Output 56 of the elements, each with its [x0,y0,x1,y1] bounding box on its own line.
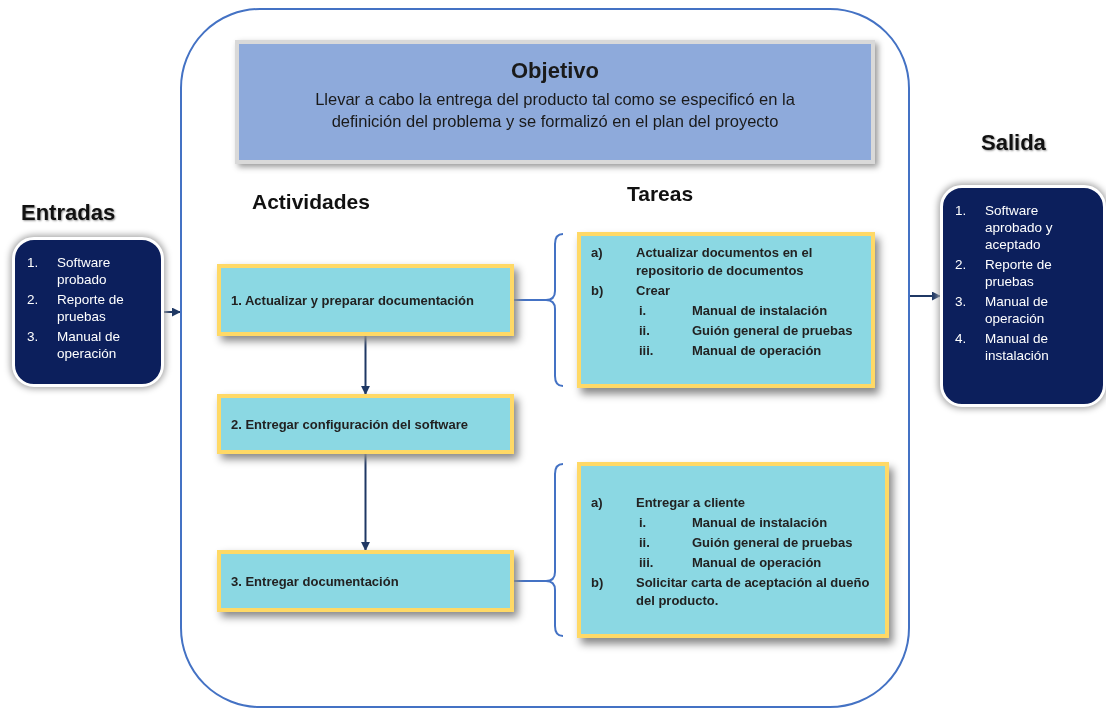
task-text: Entregar a cliente [636,494,746,512]
list-item-text: Reporte de pruebas [57,291,125,325]
bracket-connector [513,233,564,387]
task-box [577,232,875,388]
list-number: 2. [955,256,968,274]
task-text: Actualizar documentos en el repositorio de documentos [636,244,814,280]
activity-text: 1. Actualizar y preparar documentación [231,292,474,308]
list-number: 3. [27,328,40,346]
list-marker: iii. [639,342,655,360]
list-marker: a) [591,494,604,512]
section-heading: Salida [981,130,1046,156]
list-marker: a) [591,244,604,262]
column-heading: Actividades [252,190,370,214]
list-item-text: Reporte de pruebas [985,256,1053,290]
list-item-text: Manual de operación [57,328,122,362]
task-box [577,462,889,638]
list-item-text: Software aprobado y aceptado [985,202,1054,253]
arrow [361,453,370,551]
list-marker: iii. [639,554,655,572]
task-text: Manual de instalación [692,302,828,320]
task-text: Manual de instalación [692,514,828,532]
list-number: 2. [27,291,40,309]
list-marker: b) [591,282,605,300]
process-frame [180,8,910,708]
activity-box [217,550,514,612]
activity-text: 2. Entregar configuración del software [231,416,468,432]
arrow [163,307,181,317]
list-marker: i. [639,302,648,320]
list-item-text: Manual de operación [985,293,1050,327]
list-marker: ii. [639,322,651,340]
task-text: Guión general de pruebas [692,534,853,552]
list-number: 1. [955,202,968,220]
list-item-text: Manual de instalación [985,330,1050,364]
task-text: Guión general de pruebas [692,322,853,340]
bracket-connector [513,463,564,637]
objective-title: Objetivo [511,58,599,84]
column-heading: Tareas [627,182,694,206]
task-text: Manual de operación [692,342,822,360]
section-heading: Entradas [21,200,116,226]
list-item-text: Software probado [57,254,112,288]
list-number: 1. [27,254,40,272]
arrow [909,291,941,301]
objective-box [235,40,875,164]
arrow [361,335,370,395]
list-marker: b) [591,574,605,592]
activity-box [217,394,514,454]
list-number: 3. [955,293,968,311]
objective-text: Llevar a cabo la entrega del producto tal como se especificó en la definición del problema y se formalizó en el plan del proyecto [314,89,796,132]
list-marker: ii. [639,534,651,552]
task-text: Manual de operación [692,554,822,572]
list-number: 4. [955,330,968,348]
task-text: Crear [636,282,670,300]
activity-box [217,264,514,336]
task-text: Solicitar carta de aceptación al dueño del producto. [636,574,871,610]
list-marker: i. [639,514,648,532]
activity-text: 3. Entregar documentación [231,573,399,589]
